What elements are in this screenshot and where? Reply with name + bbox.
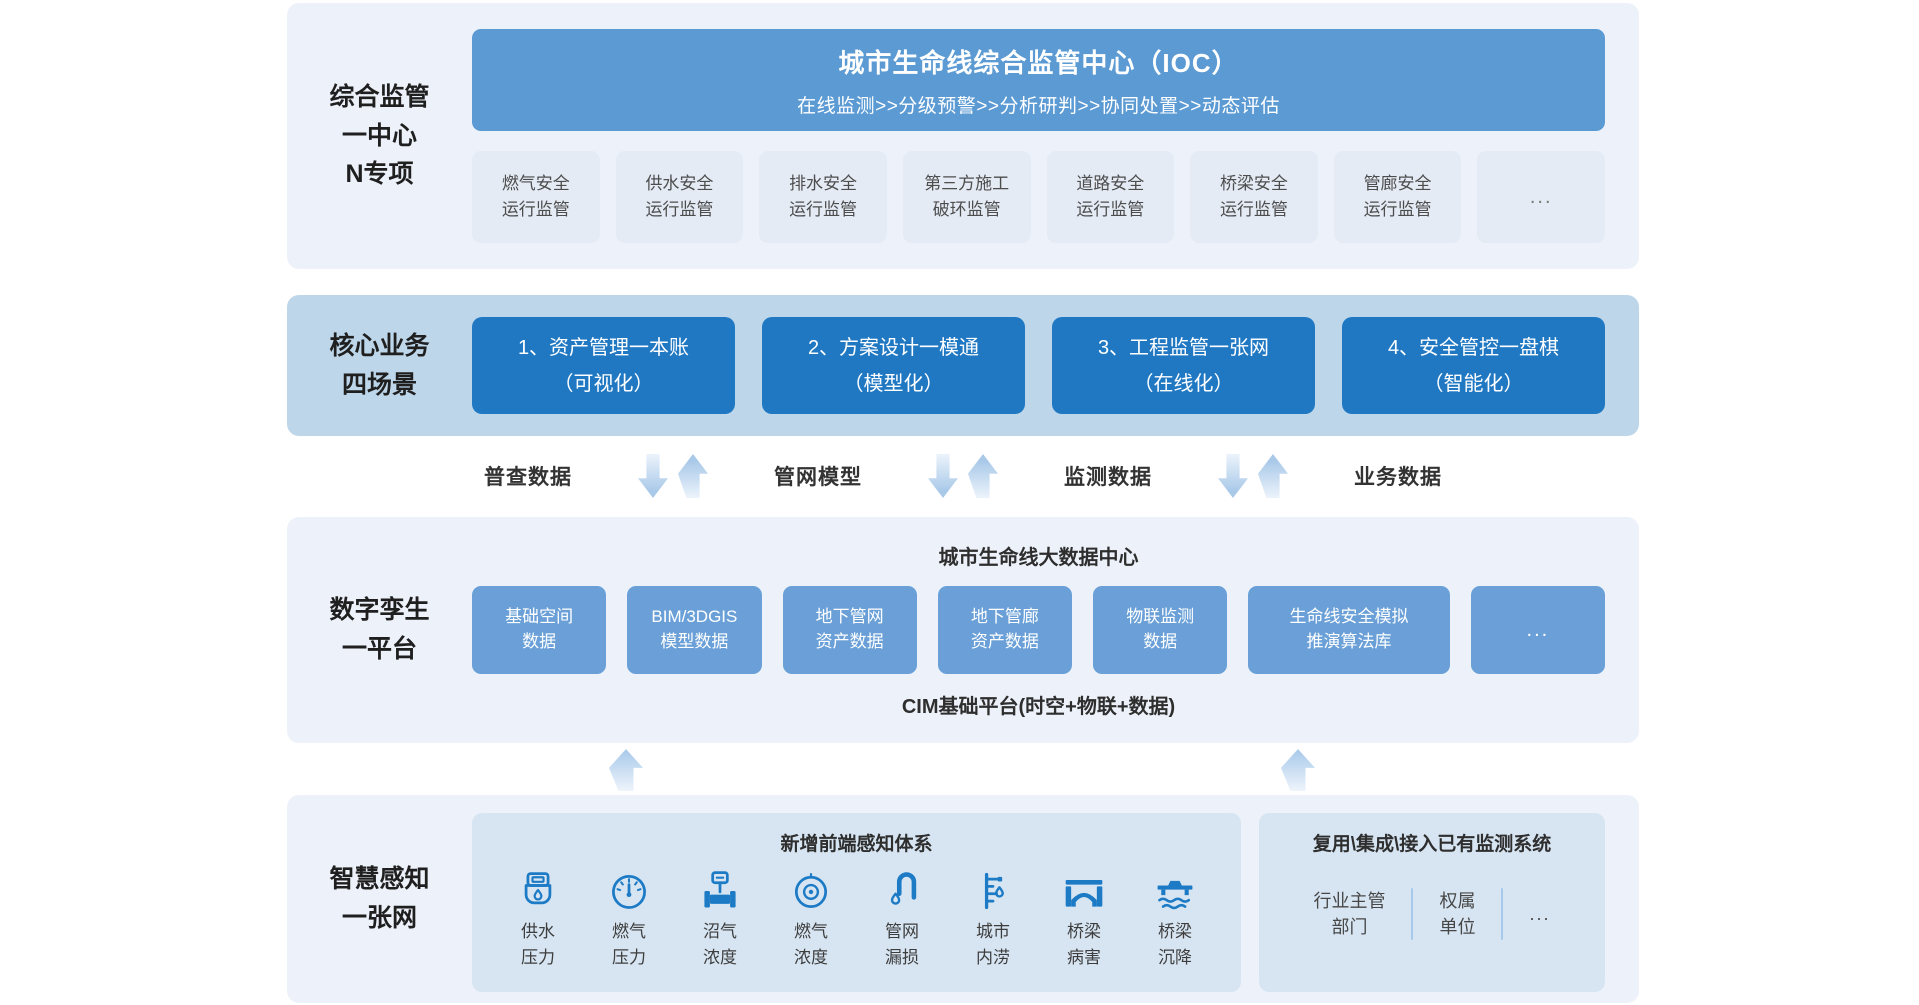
gas-sensor-icon <box>794 872 828 908</box>
reuse-systems-title: 复用\集成\接入已有监测系统 <box>1312 834 1552 855</box>
cim-platform-title: CIM基础平台(时空+物联+数据) <box>901 696 1176 718</box>
vertical-divider <box>1411 888 1414 941</box>
arrow-down-icon <box>638 454 668 498</box>
source-item: 行业主管 部门 <box>1313 891 1386 938</box>
dataset-box: 物联监测 数据 <box>1093 586 1228 674</box>
scenario-box: 1、资产管理一本账 （可视化） <box>472 317 735 414</box>
domain-box: 燃气安全 运行监管 <box>472 151 600 243</box>
pipe-leak-icon <box>890 872 917 905</box>
domain-box-ellipsis: ... <box>1477 151 1605 243</box>
new-sensing-panel: 新增前端感知体系 供水 压力 <box>472 813 1241 992</box>
section-business-content: 1、资产管理一本账 （可视化） 2、方案设计一模通 （模型化） 3、工程监管一张… <box>472 295 1605 436</box>
sensor-item: 桥梁 沉降 <box>1139 869 1211 970</box>
sensor-label: 桥梁 病害 <box>1067 922 1101 967</box>
bridge-icon <box>1065 880 1103 907</box>
flow-label: 普查数据 <box>484 466 572 489</box>
section-digital-twin: 数字孪生 一平台 城市生命线大数据中心 基础空间 数据 BIM/3DGIS 模型… <box>287 517 1639 743</box>
section-sensing: 智慧感知 一张网 新增前端感知体系 供水 压力 <box>287 795 1639 1003</box>
sensor-label: 燃气 压力 <box>612 922 646 967</box>
arrow-down-icon <box>1218 454 1248 498</box>
sensor-item: 城市 内涝 <box>957 869 1029 970</box>
section-digital-twin-side-label: 数字孪生 一平台 <box>329 596 430 663</box>
section-sensing-content: 新增前端感知体系 供水 压力 <box>472 795 1605 1003</box>
section-business: 核心业务 四场景 1、资产管理一本账 （可视化） 2、方案设计一模通 （模型化）… <box>287 295 1639 436</box>
uplink-arrows <box>287 749 1639 793</box>
arrow-down-icon <box>928 454 958 498</box>
arrow-up-icon <box>609 749 643 791</box>
arrow-up-icon <box>1281 749 1315 791</box>
arrow-up-icon <box>678 454 708 498</box>
datasets-row: 基础空间 数据 BIM/3DGIS 模型数据 地下管网 资产数据 地下管廊 资产… <box>472 586 1605 674</box>
flow-label: 业务数据 <box>1354 466 1442 489</box>
arrow-up-icon <box>1258 454 1288 498</box>
sensor-item: 桥梁 病害 <box>1048 869 1120 970</box>
section-digital-twin-content: 城市生命线大数据中心 基础空间 数据 BIM/3DGIS 模型数据 地下管网 资… <box>472 517 1605 743</box>
dataset-box: 基础空间 数据 <box>472 586 607 674</box>
dataset-box-ellipsis: ... <box>1470 586 1605 674</box>
domains-row: 燃气安全 运行监管 供水安全 运行监管 排水安全 运行监管 第三方施工 破环监管… <box>472 151 1605 243</box>
section-supervision-side-label: 综合监管 一中心 N专项 <box>329 82 430 189</box>
flood-gauge-icon <box>984 872 1004 910</box>
scenario-box: 4、安全管控一盘棋 （智能化） <box>1342 317 1605 414</box>
scenarios-row: 1、资产管理一本账 （可视化） 2、方案设计一模通 （模型化） 3、工程监管一张… <box>472 317 1605 414</box>
water-meter-icon <box>524 872 552 905</box>
arrow-pair <box>638 454 708 498</box>
ioc-process-subtitle: 在线监测>>分级预警>>分析研判>>协同处置>>动态评估 <box>797 95 1280 117</box>
sensor-label: 燃气 浓度 <box>794 922 828 967</box>
scenario-box: 3、工程监管一张网 （在线化） <box>1052 317 1315 414</box>
dataset-box: 地下管廊 资产数据 <box>937 586 1073 674</box>
vertical-divider <box>1501 888 1504 941</box>
ioc-header-box: 城市生命线综合监管中心（IOC） 在线监测>>分级预警>>分析研判>>协同处置>… <box>472 29 1605 131</box>
pressure-gauge-icon <box>612 874 646 909</box>
sensor-item: 管网 漏损 <box>866 869 938 970</box>
dataset-box: 生命线安全模拟 推演算法库 <box>1248 586 1450 674</box>
domain-box: 排水安全 运行监管 <box>759 151 887 243</box>
sources-row: 行业主管 部门 权属 单位 ... <box>1273 888 1591 941</box>
flow-label: 监测数据 <box>1064 466 1152 489</box>
sensor-label: 供水 压力 <box>521 922 555 967</box>
sensor-label: 城市 内涝 <box>976 922 1010 967</box>
domain-box: 桥梁安全 运行监管 <box>1190 151 1318 243</box>
diagram-stack: 综合监管 一中心 N专项 城市生命线综合监管中心（IOC） 在线监测>>分级预警… <box>287 0 1639 1005</box>
sensor-item: 燃气 浓度 <box>775 869 847 970</box>
dataset-box: BIM/3DGIS 模型数据 <box>627 586 762 674</box>
sensors-row: 供水 压力 燃气 压力 <box>490 869 1223 970</box>
new-sensing-title: 新增前端感知体系 <box>780 834 933 855</box>
dataset-box: 地下管网 资产数据 <box>782 586 917 674</box>
section-sensing-side-label: 智慧感知 一张网 <box>329 865 430 932</box>
reuse-systems-panel: 复用\集成\接入已有监测系统 行业主管 部门 权属 单位 ... <box>1259 813 1605 992</box>
pipe-valve-icon <box>704 871 736 908</box>
sensor-label: 管网 漏损 <box>885 922 919 967</box>
domain-box: 第三方施工 破环监管 <box>902 151 1031 243</box>
domain-box: 管廊安全 运行监管 <box>1333 151 1462 243</box>
section-supervision: 综合监管 一中心 N专项 城市生命线综合监管中心（IOC） 在线监测>>分级预警… <box>287 3 1639 269</box>
arrow-pair <box>1218 454 1288 498</box>
section-business-side-label: 核心业务 四场景 <box>329 331 430 399</box>
sensor-item: 供水 压力 <box>502 869 574 970</box>
sensor-label: 桥梁 沉降 <box>1158 922 1192 967</box>
arrow-pair <box>928 454 998 498</box>
big-data-center-title: 城市生命线大数据中心 <box>938 547 1139 569</box>
domain-box: 供水安全 运行监管 <box>615 151 744 243</box>
flow-label: 管网模型 <box>774 466 862 489</box>
sensor-label: 沼气 浓度 <box>703 922 737 967</box>
ioc-title: 城市生命线综合监管中心（IOC） <box>838 47 1239 78</box>
source-item-ellipsis: ... <box>1529 904 1551 925</box>
section-supervision-content: 城市生命线综合监管中心（IOC） 在线监测>>分级预警>>分析研判>>协同处置>… <box>472 3 1605 269</box>
scenario-box: 2、方案设计一模通 （模型化） <box>762 317 1025 414</box>
sensor-item: 沼气 浓度 <box>684 869 756 970</box>
domain-box: 道路安全 运行监管 <box>1046 151 1175 243</box>
data-flow-row: 普查数据 管网模型 监测数据 业务数据 <box>287 436 1639 516</box>
sensor-item: 燃气 压力 <box>593 869 665 970</box>
source-item: 权属 单位 <box>1439 891 1476 938</box>
bridge-settlement-icon <box>1157 880 1193 910</box>
arrow-up-icon <box>968 454 998 498</box>
